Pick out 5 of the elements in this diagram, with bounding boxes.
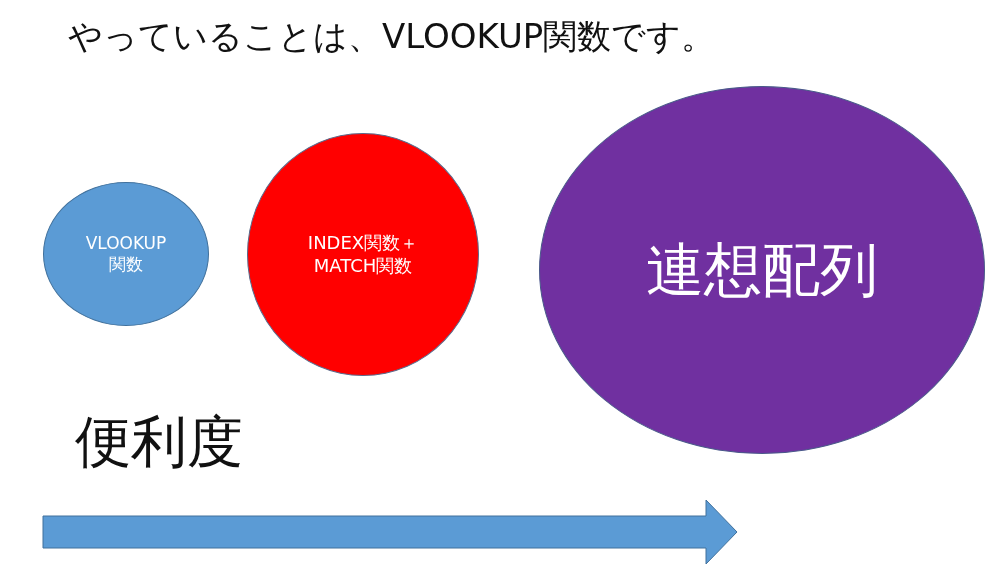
node-label: 連想配列 xyxy=(645,234,879,306)
node-label: INDEX関数＋MATCH関数 xyxy=(306,232,420,277)
title: やっていることは、VLOOKUP関数です。 xyxy=(68,15,716,58)
node-label: VLOOKUP関数 xyxy=(84,232,168,276)
axis-label: 便利度 xyxy=(75,408,243,476)
